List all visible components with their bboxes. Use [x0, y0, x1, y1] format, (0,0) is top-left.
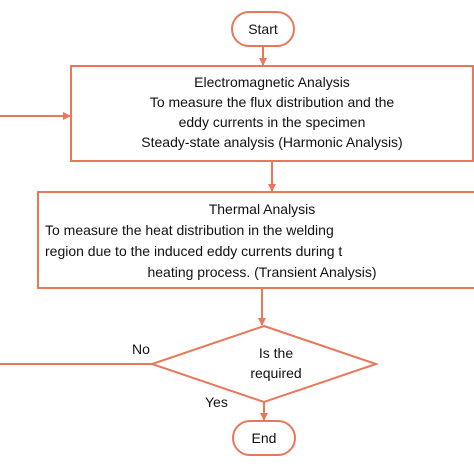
start-terminal: Start: [231, 11, 295, 47]
decision-diamond: Is the required: [148, 324, 380, 404]
decision-line-1: Is the: [259, 345, 293, 361]
electromagnetic-title: Electromagnetic Analysis: [194, 74, 350, 90]
electromagnetic-line-2: To measure the flux distribution and the: [150, 94, 395, 110]
decision-line-2: required: [250, 365, 301, 381]
thermal-analysis-box: Thermal Analysis To measure the heat dis…: [37, 191, 474, 289]
edge-label-yes: Yes: [205, 394, 228, 410]
edge-label-no: No: [132, 341, 150, 357]
start-label: Start: [248, 21, 278, 37]
thermal-line-3: region due to the induced eddy currents …: [45, 243, 342, 259]
thermal-title: Thermal Analysis: [209, 201, 316, 217]
thermal-line-2: To measure the heat distribution in the …: [45, 222, 334, 238]
thermal-line-4: heating process. (Transient Analysis): [147, 264, 376, 280]
end-terminal: End: [232, 420, 296, 456]
electromagnetic-line-4: Steady-state analysis (Harmonic Analysis…: [141, 134, 402, 150]
electromagnetic-line-3: eddy currents in the specimen: [179, 114, 366, 130]
end-label: End: [252, 430, 277, 446]
electromagnetic-analysis-box: Electromagnetic Analysis To measure the …: [70, 65, 474, 162]
